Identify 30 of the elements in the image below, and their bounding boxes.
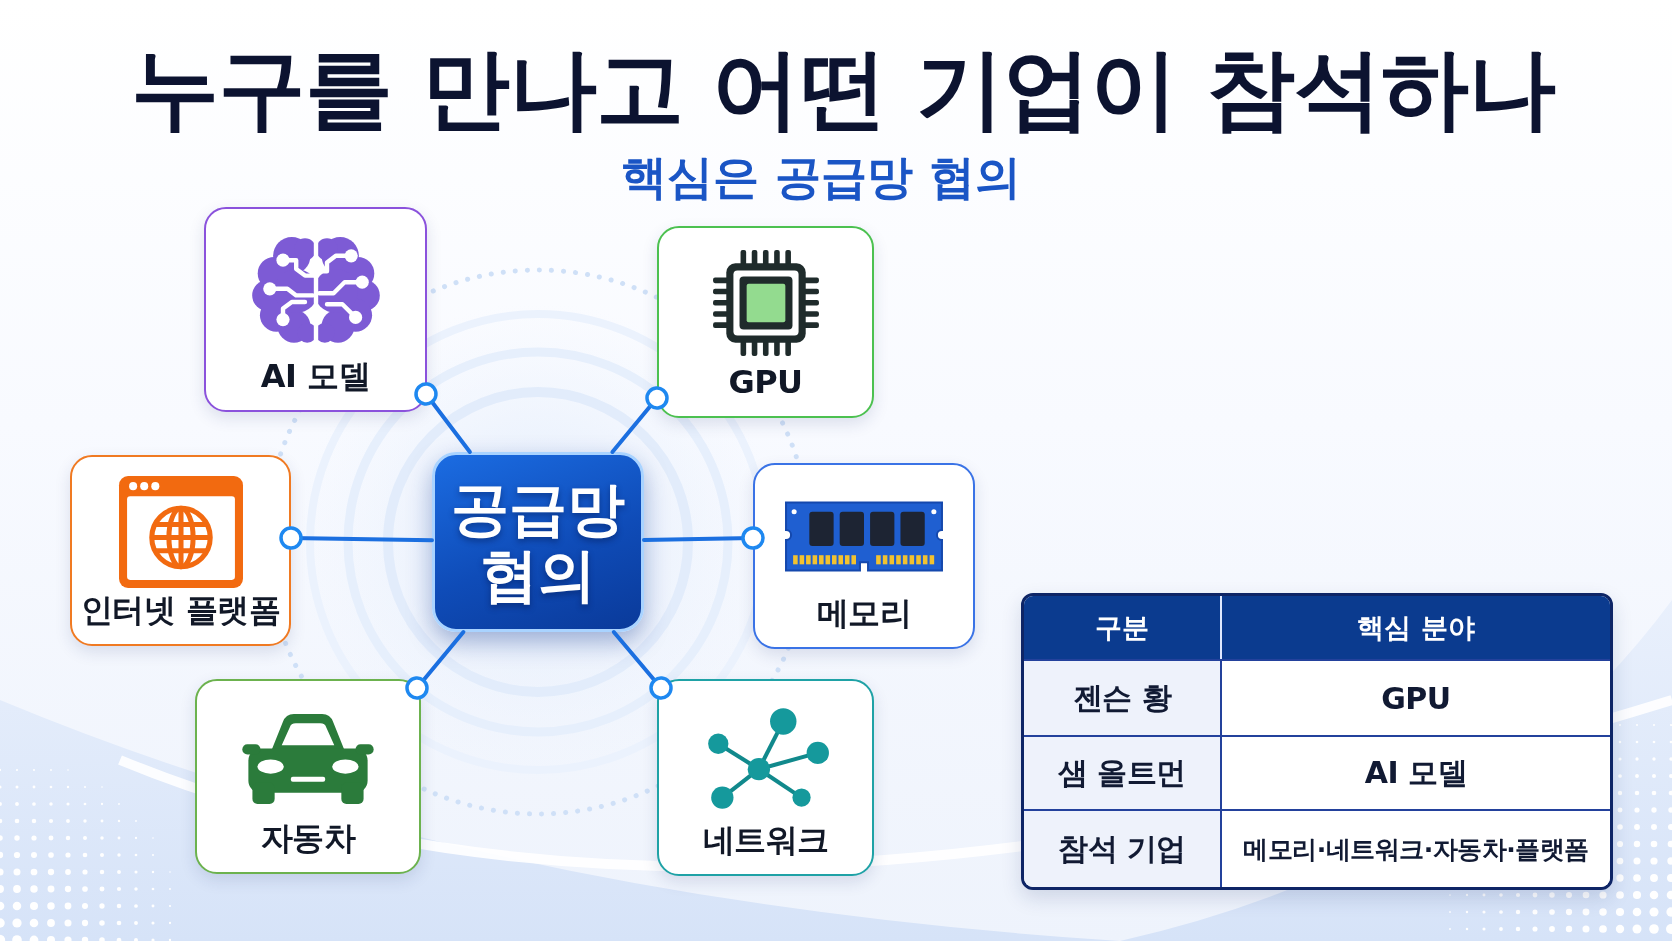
connector-line xyxy=(610,386,669,454)
subtitle: 핵심은 공급망 협의 xyxy=(621,150,1021,206)
connector-line xyxy=(611,630,673,700)
card-label: 메모리 xyxy=(816,593,912,633)
card-label: 네트워크 xyxy=(702,820,829,860)
category-card xyxy=(70,455,291,646)
category-card xyxy=(204,207,427,412)
card-label: 인터넷 플랫폼 xyxy=(80,590,281,630)
table-cell: 메모리·네트워크·자동차·플랫폼 xyxy=(1220,809,1610,887)
row-header: 샘 올트먼 xyxy=(1024,735,1220,809)
card-label: AI 모델 xyxy=(260,356,371,396)
card-label: GPU xyxy=(728,362,803,402)
category-card xyxy=(195,679,421,874)
table-cell: AI 모델 xyxy=(1220,735,1610,809)
connector-line xyxy=(642,526,765,550)
connector-line xyxy=(405,630,466,700)
column-header: 구분 xyxy=(1024,596,1220,659)
connector-line xyxy=(414,382,472,454)
category-card xyxy=(753,463,975,649)
column-header: 핵심 분야 xyxy=(1220,596,1610,659)
connector-line xyxy=(279,526,434,550)
table-cell: GPU xyxy=(1220,659,1610,735)
page-title: 누구를 만나고 어떤 기업이 참석하나 xyxy=(131,36,1555,142)
card-label: 자동차 xyxy=(260,818,356,858)
category-card xyxy=(657,226,874,418)
row-header: 참석 기업 xyxy=(1024,809,1220,887)
row-header: 젠슨 황 xyxy=(1024,659,1220,735)
category-card xyxy=(657,679,874,876)
hub-box xyxy=(432,452,644,632)
hub-label: 공급망 협의 xyxy=(450,475,626,609)
